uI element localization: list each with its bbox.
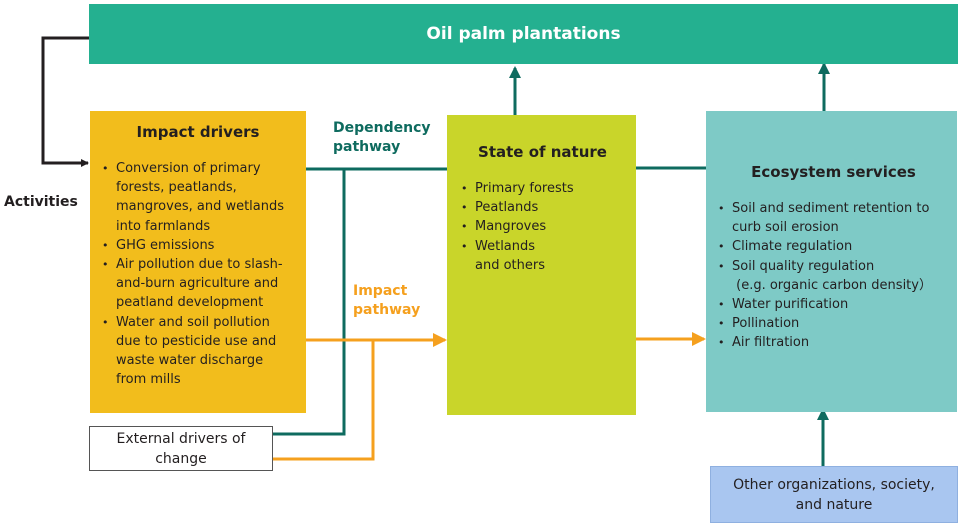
ecosystem-services-box: Ecosystem services Soil and sediment ret…: [706, 111, 957, 412]
list-item: curb soil erosion: [732, 220, 839, 236]
activities-arrow: [41, 36, 89, 167]
other-organizations-box: Other organizations, society, and nature: [710, 466, 958, 523]
list-item: Conversion of primary: [100, 159, 296, 178]
dependency-pathway-line-1: Dependency: [333, 120, 431, 136]
dependency-pathway-label: Dependency pathway: [333, 119, 431, 157]
ecosystem-services-list: Soil and sediment retention to curb soil …: [716, 199, 951, 353]
list-item: Water purification: [716, 295, 951, 314]
external-dependency-line: [273, 169, 346, 436]
list-item: and-burn agriculture and: [116, 276, 279, 292]
impact-pathway-label: Impact pathway: [353, 282, 420, 320]
impact-drivers-list: Conversion of primary forests, peatlands,…: [100, 159, 296, 389]
list-item: Primary forests: [459, 179, 626, 198]
list-item: and others: [475, 257, 545, 273]
list-item: Pollination: [716, 314, 951, 333]
list-item: Climate regulation: [716, 237, 951, 256]
list-item: Peatlands: [459, 198, 626, 217]
oil-palm-plantations-box: Oil palm plantations: [89, 4, 958, 64]
ecosystem-services-title: Ecosystem services: [751, 163, 916, 181]
external-drivers-line-2: change: [155, 450, 207, 467]
oil-palm-plantations-title: Oil palm plantations: [426, 24, 621, 44]
list-item: from mills: [116, 372, 181, 388]
external-drivers-box: External drivers of change: [89, 426, 273, 471]
list-item: mangroves, and wetlands: [116, 199, 285, 215]
state-of-nature-box: State of nature Primary forestsPeatlands…: [447, 115, 636, 415]
external-drivers-line-1: External drivers of: [116, 430, 246, 447]
activities-label: Activities: [4, 194, 78, 210]
list-item: Water and soil pollution: [100, 313, 296, 332]
other-organizations-line-1: Other organizations, society,: [733, 476, 935, 493]
impact-pathway-line-2: pathway: [353, 302, 421, 318]
list-item: peatland development: [116, 295, 264, 311]
list-item: waste water discharge: [116, 353, 264, 369]
list-item: GHG emissions: [100, 236, 296, 255]
list-item: Soil and sediment retention to: [716, 199, 951, 218]
list-item: Soil quality regulation: [716, 257, 951, 276]
other-organizations-line-2: and nature: [795, 496, 873, 513]
list-item: Wetlands: [459, 237, 626, 256]
impact-drivers-title: Impact drivers: [136, 123, 260, 141]
list-item: forests, peatlands,: [116, 180, 237, 196]
list-item: Air pollution due to slash-: [100, 255, 296, 274]
state-of-nature-title: State of nature: [478, 143, 607, 161]
list-item: into farmlands: [116, 218, 211, 234]
impact-pathway-line-1: Impact: [353, 283, 408, 299]
external-impact-line: [273, 340, 375, 461]
list-item: Air filtration: [716, 333, 951, 352]
impact-drivers-box: Impact drivers Conversion of primary fore…: [90, 111, 306, 413]
dependency-pathway-line-2: pathway: [333, 139, 401, 155]
list-item: due to pesticide use and: [116, 333, 277, 349]
list-item: (e.g. organic carbon density）: [732, 277, 932, 293]
state-of-nature-list: Primary forestsPeatlandsMangrovesWetland…: [459, 179, 626, 275]
list-item: Mangroves: [459, 217, 626, 236]
